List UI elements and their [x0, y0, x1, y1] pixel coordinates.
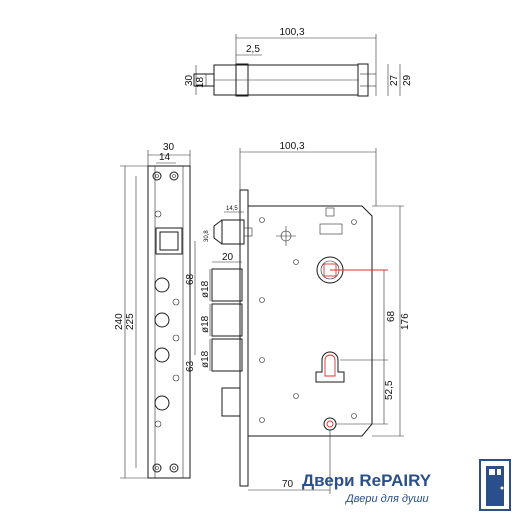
spindle-to-cylinder-dim: 68 — [386, 310, 397, 322]
faceplate-width-dim: 30 — [163, 142, 175, 153]
cylinder-to-bottom-dim: 52,5 — [384, 380, 395, 400]
latch: 14,5 30,8 — [204, 206, 253, 245]
bolt-diameter-1: ø18 — [200, 280, 211, 298]
top-height-right-inner: 27 — [389, 74, 400, 86]
top-view: 100,3 2,5 30 18 27 29 — [184, 27, 413, 97]
latch-width-dim: 14,5 — [226, 206, 238, 212]
faceplate-spacing-upper-dim: 68 — [185, 273, 196, 285]
door-icon — [479, 459, 511, 511]
cylinder-marker — [324, 354, 336, 377]
lock-body: 100,3 68 176 52,5 — [239, 141, 411, 494]
brand: Двери RePAIRY Двери для души — [302, 459, 511, 511]
bolt-diameter-3: ø18 — [200, 350, 211, 368]
brand-title: Двери RePAIRY — [302, 471, 432, 490]
body-height-dim: 176 — [400, 313, 411, 330]
top-height-left-outer: 30 — [184, 74, 195, 86]
faceplate-total-height-dim: 240 — [114, 313, 125, 330]
brand-subtitle: Двери для души — [344, 493, 429, 505]
top-offset-dim: 2,5 — [246, 44, 260, 55]
faceplate: 30 14 240 225 68 63 — [114, 142, 196, 479]
top-height-right-outer: 29 — [402, 74, 413, 86]
bolts: 20 ø18 ø18 ø18 — [200, 252, 243, 417]
faceplate-spacing-lower-dim: 63 — [185, 360, 196, 372]
faceplate-inner-width-dim: 14 — [159, 152, 171, 163]
bolt-diameter-2: ø18 — [200, 315, 211, 333]
latch-height-dim: 30,8 — [204, 230, 210, 242]
top-height-left-inner: 18 — [195, 76, 206, 88]
bolt-projection-dim: 20 — [222, 252, 234, 263]
backset-dim: 70 — [282, 479, 294, 490]
faceplate-screw-spacing-dim: 225 — [125, 313, 136, 330]
lower-screw-marker — [326, 420, 334, 428]
top-length-dim: 100,3 — [279, 27, 304, 38]
body-length-dim: 100,3 — [279, 141, 304, 152]
